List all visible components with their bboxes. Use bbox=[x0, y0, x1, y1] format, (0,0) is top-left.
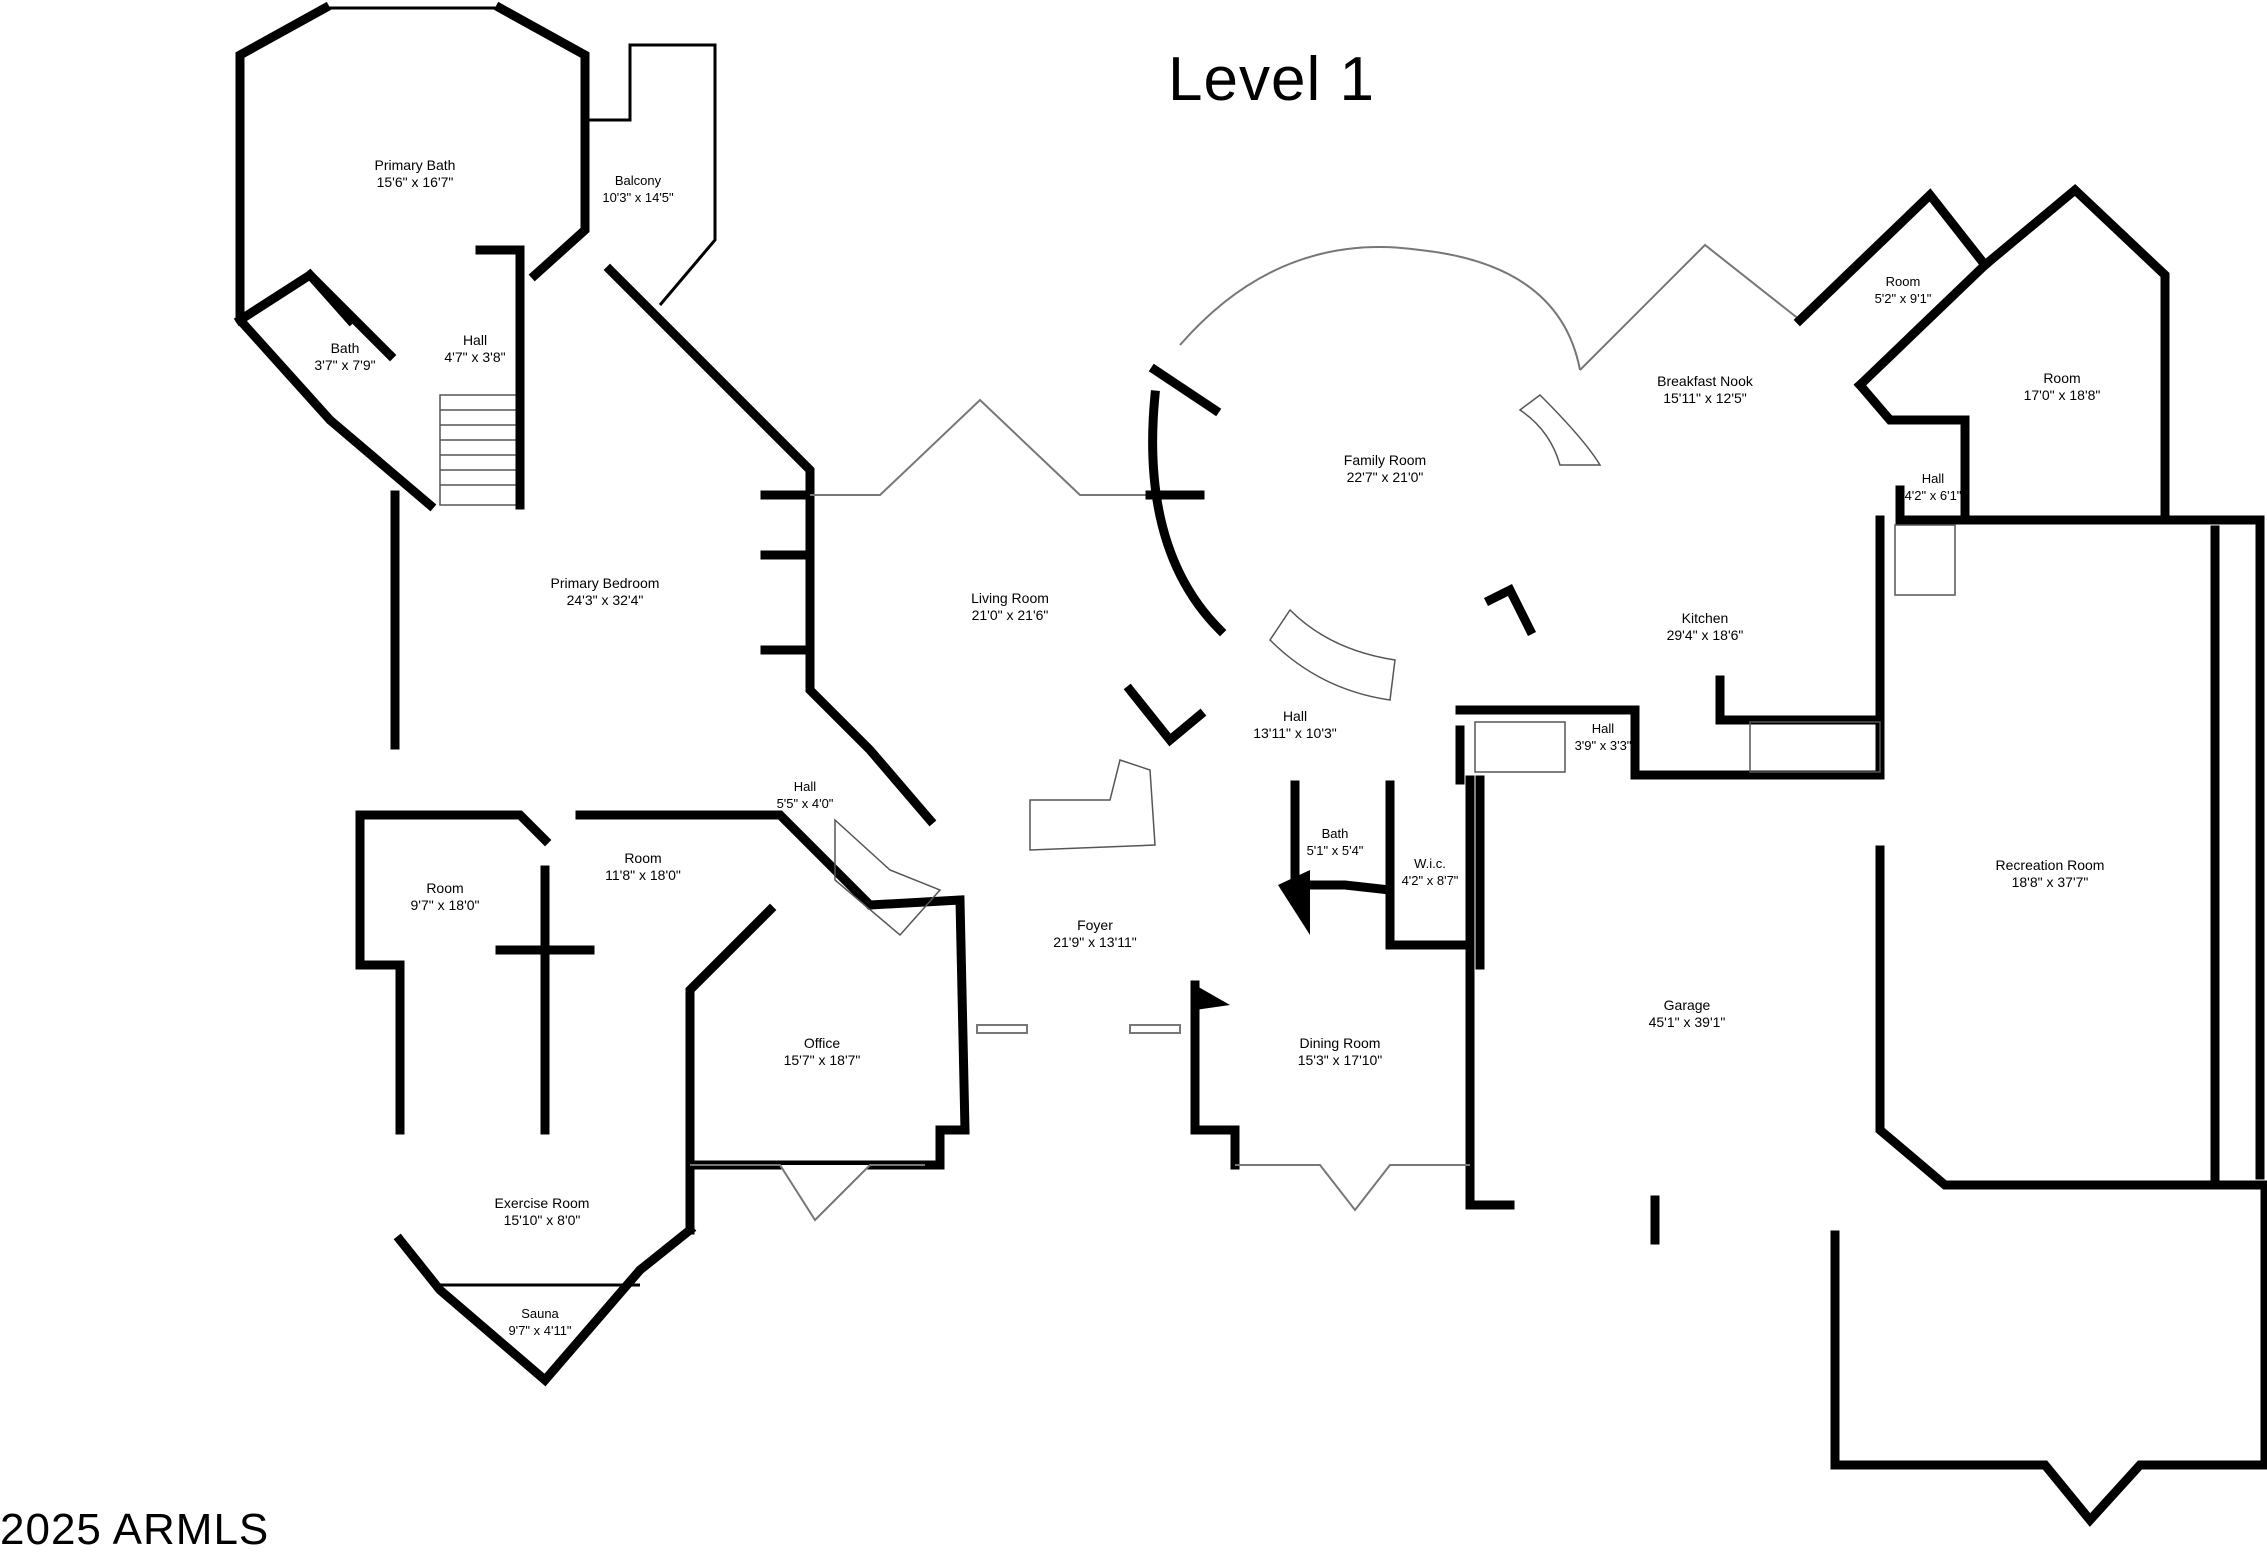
room-name: Hall bbox=[1921, 471, 1945, 486]
room-label-room-right: Room 17'0" x 18'8" bbox=[2024, 370, 2101, 404]
room-label-family-room: Family Room 22'7" x 21'0" bbox=[1344, 452, 1426, 486]
room-name: Foyer bbox=[1077, 917, 1113, 933]
room-name: Bath bbox=[1321, 826, 1349, 841]
room-dimensions: 5'2" x 9'1" bbox=[1874, 291, 1932, 306]
room-label-hall-mid: Hall 3'9" x 3'3" bbox=[1575, 720, 1632, 754]
room-name: W.i.c. bbox=[1414, 856, 1446, 871]
room-name: Hall bbox=[793, 779, 817, 794]
room-dimensions: 9'7" x 4'11" bbox=[508, 1323, 572, 1338]
room-label-room-left: Room 9'7" x 18'0" bbox=[411, 880, 480, 914]
room-name: Garage bbox=[1663, 997, 1711, 1013]
room-dimensions: 15'10" x 8'0" bbox=[503, 1212, 581, 1228]
room-label-sauna: Sauna 9'7" x 4'11" bbox=[508, 1305, 571, 1339]
room-name: Hall bbox=[1591, 721, 1615, 736]
room-name: Hall bbox=[1282, 708, 1308, 724]
room-label-hall-right: Hall 4'2" x 6'1" bbox=[1905, 470, 1962, 504]
room-name: Exercise Room bbox=[494, 1195, 590, 1211]
room-label-bath-upper: Bath 3'7" x 7'9" bbox=[314, 340, 375, 374]
room-name: Room bbox=[2043, 370, 2081, 386]
room-label-office: Office 15'7" x 18'7" bbox=[784, 1035, 861, 1069]
room-dimensions: 10'3" x 14'5" bbox=[602, 190, 674, 205]
room-label-exercise-room: Exercise Room 15'10" x 8'0" bbox=[495, 1195, 590, 1229]
room-dimensions: 45'1" x 39'1" bbox=[1648, 1014, 1726, 1030]
room-label-room-small: Room 5'2" x 9'1" bbox=[1875, 273, 1932, 307]
room-dimensions: 24'3" x 32'4" bbox=[566, 592, 644, 608]
room-name: Room bbox=[426, 880, 464, 896]
room-dimensions: 5'1" x 5'4" bbox=[1306, 843, 1364, 858]
room-name: Breakfast Nook bbox=[1657, 373, 1753, 389]
room-dimensions: 15'6" x 16'7" bbox=[376, 174, 454, 190]
room-name: Room bbox=[1885, 274, 1921, 289]
room-label-bath-lower: Bath 5'1" x 5'4" bbox=[1307, 825, 1364, 859]
room-name: Primary Bath bbox=[374, 157, 456, 173]
room-name: Family Room bbox=[1343, 452, 1427, 468]
room-dimensions: 21'9" x 13'11" bbox=[1053, 934, 1137, 950]
room-label-hall-center: Hall 13'11" x 10'3" bbox=[1253, 708, 1337, 742]
room-dimensions: 29'4" x 18'6" bbox=[1666, 627, 1744, 643]
garage-walls bbox=[1455, 525, 2267, 1527]
room-dimensions: 4'7" x 3'8" bbox=[444, 349, 506, 365]
upper-stairs bbox=[439, 245, 525, 510]
room-dimensions: 13'11" x 10'3" bbox=[1253, 725, 1337, 741]
primary-bath-walls bbox=[233, 1, 590, 512]
room-label-hall-upper: Hall 4'7" x 3'8" bbox=[444, 332, 505, 366]
room-dimensions: 15'11" x 12'5" bbox=[1663, 390, 1747, 406]
room-name: Sauna bbox=[521, 1306, 559, 1321]
room-dimensions: 4'2" x 8'7" bbox=[1401, 873, 1459, 888]
room-dimensions: 17'0" x 18'8" bbox=[2023, 387, 2101, 403]
room-name: Balcony bbox=[614, 173, 662, 188]
room-name: Room bbox=[624, 850, 662, 866]
room-dimensions: 3'7" x 7'9" bbox=[314, 357, 376, 373]
room-name: Primary Bedroom bbox=[550, 575, 660, 591]
left-wing-walls bbox=[355, 810, 970, 1387]
kitchen-stairs bbox=[1474, 524, 1956, 773]
room-dimensions: 5'5" x 4'0" bbox=[776, 796, 834, 811]
room-name: Office bbox=[803, 1035, 841, 1051]
room-dimensions: 4'2" x 6'1" bbox=[1904, 488, 1962, 503]
room-dimensions: 21'0" x 21'6" bbox=[971, 607, 1049, 623]
room-label-primary-bedroom: Primary Bedroom 24'3" x 32'4" bbox=[551, 575, 660, 609]
room-dimensions: 11'8" x 18'0" bbox=[605, 867, 681, 883]
room-label-room-mid-left: Room 11'8" x 18'0" bbox=[605, 850, 681, 884]
room-dimensions: 9'7" x 18'0" bbox=[410, 897, 480, 913]
breakfast-nook-walls bbox=[1579, 183, 2265, 1180]
copyright-notice: 2025 ARMLS bbox=[0, 1505, 270, 1554]
room-label-hall-left: Hall 5'5" x 4'0" bbox=[777, 778, 834, 812]
room-dimensions: 22'7" x 21'0" bbox=[1346, 469, 1424, 485]
room-dimensions: 15'3" x 17'10" bbox=[1297, 1052, 1383, 1068]
room-name: Living Room bbox=[971, 590, 1049, 606]
family-room-arc bbox=[1148, 246, 1602, 701]
office-dining-walls bbox=[976, 683, 1475, 1212]
room-dimensions: 3'9" x 3'3" bbox=[1574, 738, 1632, 753]
room-name: Dining Room bbox=[1299, 1035, 1381, 1051]
room-name: Kitchen bbox=[1681, 610, 1729, 626]
room-label-primary-bath: Primary Bath 15'6" x 16'7" bbox=[375, 157, 456, 191]
room-label-kitchen: Kitchen 29'4" x 18'6" bbox=[1667, 610, 1744, 644]
room-label-recreation-room: Recreation Room 18'8" x 37'7" bbox=[1996, 857, 2105, 891]
room-dimensions: 18'8" x 37'7" bbox=[2011, 874, 2089, 890]
level-title: Level 1 bbox=[1168, 45, 1375, 114]
room-label-wic: W.i.c. 4'2" x 8'7" bbox=[1402, 855, 1459, 889]
room-label-dining-room: Dining Room 15'3" x 17'10" bbox=[1298, 1035, 1383, 1069]
room-label-foyer: Foyer 21'9" x 13'11" bbox=[1053, 917, 1137, 951]
room-name: Bath bbox=[330, 340, 360, 356]
balcony-outline bbox=[585, 43, 717, 306]
room-label-garage: Garage 45'1" x 39'1" bbox=[1649, 997, 1726, 1031]
primary-bedroom-walls bbox=[390, 263, 937, 827]
room-name: Recreation Room bbox=[1995, 857, 2105, 873]
room-label-living-room: Living Room 21'0" x 21'6" bbox=[971, 590, 1049, 624]
room-label-breakfast-nook: Breakfast Nook 15'11" x 12'5" bbox=[1657, 373, 1753, 407]
living-room-bay bbox=[810, 398, 1205, 500]
room-name: Hall bbox=[462, 332, 488, 348]
room-dimensions: 15'7" x 18'7" bbox=[783, 1052, 861, 1068]
room-label-balcony: Balcony 10'3" x 14'5" bbox=[602, 172, 673, 206]
